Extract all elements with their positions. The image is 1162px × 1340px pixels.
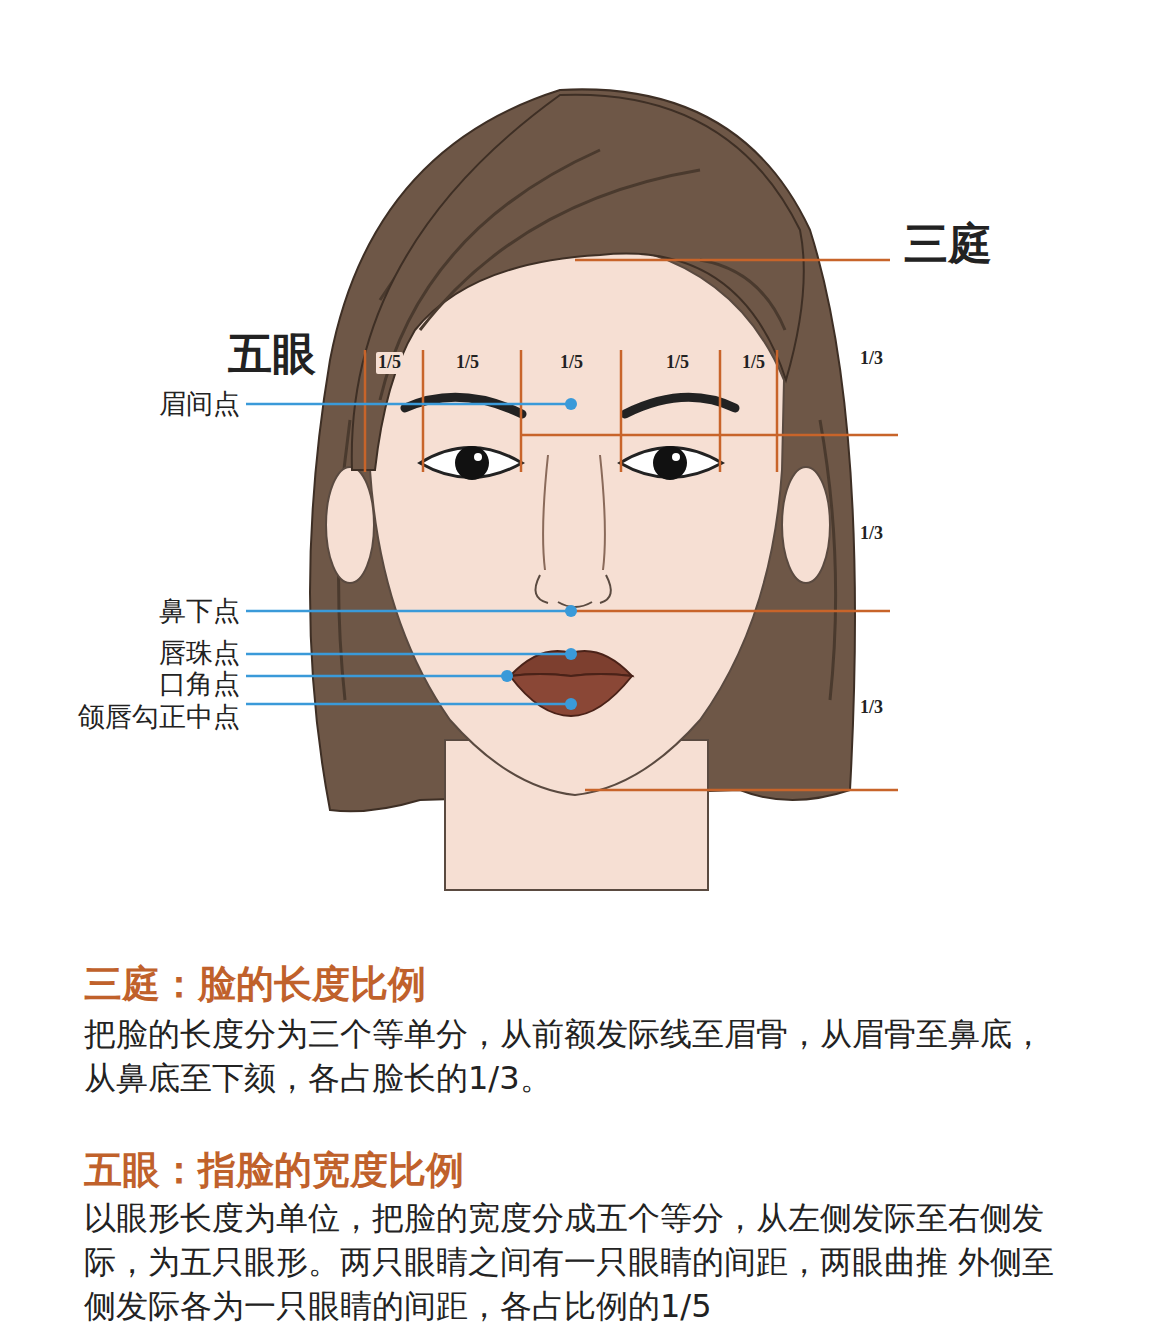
ratio-label: 1/5: [376, 352, 403, 374]
section-heading: 五眼：指脸的宽度比例: [84, 1148, 464, 1194]
ratio-label: 1/5: [454, 352, 481, 374]
body-text: 以眼形长度为单位，把脸的宽度分成五个等分，从左侧发际至右侧发际，为五只眼形。两只…: [84, 1196, 1064, 1328]
point-label: 口角点: [20, 668, 240, 700]
ratio-label: 1/3: [858, 523, 885, 545]
ratio-label: 1/3: [858, 348, 885, 370]
point-label: 颌唇勾正中点: [20, 701, 240, 733]
ratio-label: 1/3: [858, 697, 885, 719]
ratio-label: 1/5: [740, 352, 767, 374]
ratio-label: 1/5: [664, 352, 691, 374]
ratio-label: 1/5: [558, 352, 585, 374]
body-text: 把脸的长度分为三个等单分，从前额发际线至眉骨，从眉骨至鼻底，从鼻底至下颏，各占脸…: [84, 1012, 1064, 1100]
section-heading: 三庭：脸的长度比例: [84, 962, 426, 1008]
point-label: 眉间点: [20, 388, 240, 420]
section-title: 三庭: [904, 218, 992, 271]
section-title: 五眼: [228, 328, 316, 381]
point-label: 唇珠点: [20, 637, 240, 669]
point-label: 鼻下点: [20, 595, 240, 627]
